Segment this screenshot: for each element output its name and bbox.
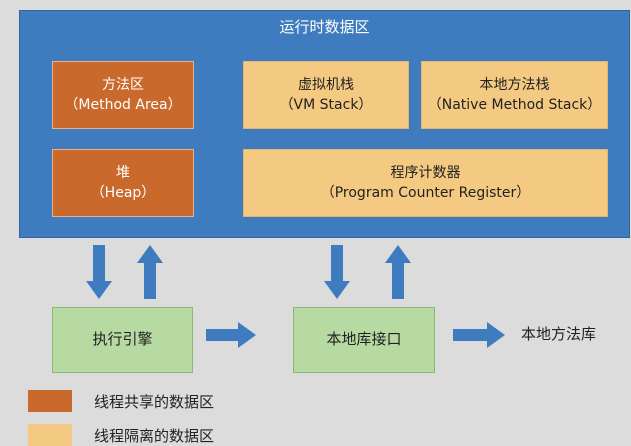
legend-label-shared: 线程共享的数据区 bbox=[94, 393, 215, 411]
native-interface-box: 本地库接口 bbox=[293, 307, 435, 373]
runtime-data-area-title: 运行时数据区 bbox=[279, 18, 370, 36]
native-method-stack-english: （Native Method Stack） bbox=[427, 97, 602, 113]
arrow-right-engine-to-interface bbox=[206, 322, 256, 348]
program-counter-english: （Program Counter Register） bbox=[320, 185, 531, 201]
vm-stack-box: 虚拟机栈 （VM Stack） bbox=[243, 61, 409, 129]
heap-box: 堆 （Heap） bbox=[52, 149, 194, 217]
native-method-stack-label: 本地方法栈 bbox=[479, 76, 550, 93]
arrow-down-runtime-to-engine bbox=[86, 245, 112, 299]
method-area-box: 方法区 （Method Area） bbox=[52, 61, 194, 129]
execution-engine-label: 执行引擎 bbox=[92, 330, 153, 349]
execution-engine-box: 执行引擎 bbox=[52, 307, 193, 373]
method-area-english: （Method Area） bbox=[64, 97, 182, 113]
vm-stack-label: 虚拟机栈 bbox=[298, 76, 354, 93]
method-area-label: 方法区 bbox=[102, 76, 144, 93]
arrow-right-interface-to-library bbox=[453, 322, 505, 348]
native-method-stack-box: 本地方法栈 （Native Method Stack） bbox=[421, 61, 608, 129]
program-counter-box: 程序计数器 （Program Counter Register） bbox=[243, 149, 608, 217]
arrow-up-interface-to-runtime bbox=[385, 245, 411, 299]
legend-swatch-shared bbox=[28, 390, 72, 412]
vm-stack-english: （VM Stack） bbox=[279, 97, 373, 113]
heap-label: 堆 bbox=[116, 164, 130, 181]
legend-label-isolated: 线程隔离的数据区 bbox=[94, 427, 215, 445]
native-method-library-label: 本地方法库 bbox=[521, 325, 597, 343]
program-counter-label: 程序计数器 bbox=[390, 164, 461, 181]
legend-swatch-isolated bbox=[28, 424, 72, 446]
arrow-up-engine-to-runtime bbox=[137, 245, 163, 299]
native-interface-label: 本地库接口 bbox=[326, 330, 402, 349]
heap-english: （Heap） bbox=[90, 185, 156, 201]
arrow-down-runtime-to-interface bbox=[324, 245, 350, 299]
